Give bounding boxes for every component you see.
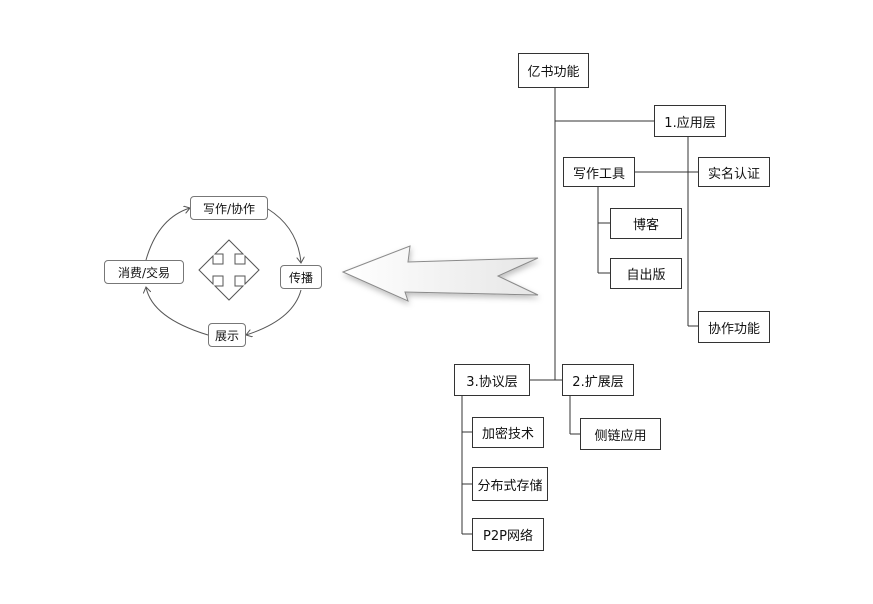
arc-top-to-right: [267, 208, 301, 263]
tree-node-distributed-storage: 分布式存储: [472, 467, 548, 501]
tree-node-root: 亿书功能: [518, 53, 589, 88]
tree-node-realname-auth: 实名认证: [698, 157, 770, 187]
tree-node-collab-function: 协作功能: [698, 311, 770, 343]
tree-node-writing-tools: 写作工具: [563, 157, 635, 187]
cycle-node-spread: 传播: [280, 265, 322, 289]
tree-node-sidechain-app: 侧链应用: [580, 418, 661, 450]
arc-right-to-bottom: [246, 289, 302, 335]
tree-node-ext-layer: 2.扩展层: [562, 364, 634, 396]
arc-bottom-to-left: [146, 287, 209, 336]
cycle-arcs: [146, 208, 301, 335]
four-way-arrow-icon: [198, 239, 260, 301]
tree-node-p2p-network: P2P网络: [472, 518, 544, 551]
cycle-node-consume: 消费/交易: [104, 260, 184, 284]
big-left-arrow-icon: [341, 245, 539, 302]
tree-connectors: [461, 88, 698, 535]
cycle-node-display: 展示: [208, 323, 246, 347]
cycle-node-writing: 写作/协作: [190, 196, 268, 220]
tree-node-self-publish: 自出版: [610, 258, 682, 289]
tree-node-blog: 博客: [610, 208, 682, 239]
arc-left-to-top: [145, 208, 190, 261]
tree-node-app-layer: 1.应用层: [654, 105, 726, 137]
tree-node-protocol-layer: 3.协议层: [454, 364, 530, 396]
tree-node-encryption: 加密技术: [472, 417, 544, 448]
